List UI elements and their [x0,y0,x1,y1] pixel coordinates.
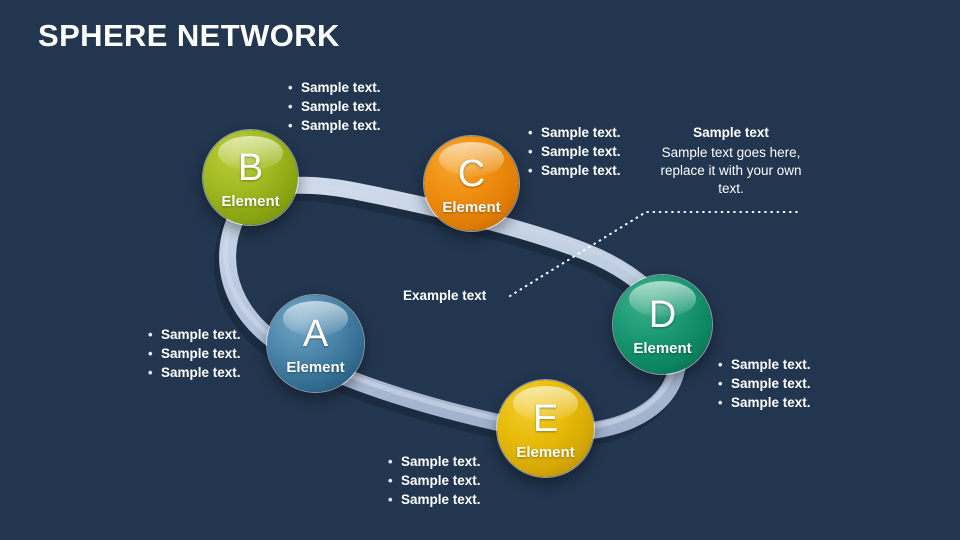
bullet-text: Sample text. [401,454,481,469]
bullet-dot-icon: • [718,357,723,372]
sphere-letter-b: B [237,146,264,189]
callout-title: Sample text [693,125,769,140]
sphere-caption-b: Element [221,192,280,210]
bullet-list-a: • Sample text. • Sample text. • Sample t… [148,325,241,382]
list-item: • Sample text. [528,161,621,180]
list-item: • Sample text. [528,123,621,142]
bullet-dot-icon: • [288,118,293,133]
list-item: • Sample text. [148,325,241,344]
example-text-label: Example text [403,288,487,303]
list-item: • Sample text. [718,355,811,374]
bullet-text: Sample text. [731,357,811,372]
bullet-dot-icon: • [148,346,153,361]
bullet-dot-icon: • [528,163,533,178]
bullet-list-d: • Sample text. • Sample text. • Sample t… [718,355,811,412]
sphere-caption-c: Element [442,198,501,216]
bullet-list-e: • Sample text. • Sample text. • Sample t… [388,452,481,509]
bullet-text: Sample text. [161,346,241,361]
sphere-labels-e: E Element [497,380,594,477]
bullet-text: Sample text. [731,395,811,410]
bullet-text: Sample text. [401,473,481,488]
sphere-labels-d: D Element [613,275,712,374]
sphere-labels-c: C Element [424,136,519,231]
callout-body: Sample text goes here, replace it with y… [660,145,802,196]
bullet-dot-icon: • [718,395,723,410]
bullet-text: Sample text. [161,327,241,342]
sphere-labels-a: A Element [267,295,364,392]
bullet-dot-icon: • [288,99,293,114]
list-item: • Sample text. [288,116,381,135]
sphere-letter-e: E [532,397,559,440]
bullet-dot-icon: • [528,144,533,159]
sphere-node-e[interactable]: E Element [496,379,595,478]
bullet-text: Sample text. [301,118,381,133]
bullet-dot-icon: • [388,473,393,488]
bullet-list-c: • Sample text. • Sample text. • Sample t… [528,123,621,180]
bullet-text: Sample text. [301,80,381,95]
bullet-dot-icon: • [528,125,533,140]
bullet-dot-icon: • [388,454,393,469]
sphere-letter-a: A [302,312,329,355]
list-item: • Sample text. [288,97,381,116]
sphere-node-c[interactable]: C Element [423,135,520,232]
sphere-labels-b: B Element [203,130,298,225]
bullet-text: Sample text. [731,376,811,391]
bullet-text: Sample text. [401,492,481,507]
list-item: • Sample text. [388,452,481,471]
list-item: • Sample text. [718,393,811,412]
bullet-text: Sample text. [301,99,381,114]
bullet-dot-icon: • [148,327,153,342]
sphere-caption-e: Element [516,443,575,461]
sphere-caption-d: Element [633,339,692,357]
list-item: • Sample text. [388,490,481,509]
bullet-dot-icon: • [148,365,153,380]
sphere-letter-c: C [457,152,486,195]
list-item: • Sample text. [148,344,241,363]
bullet-dot-icon: • [288,80,293,95]
page-title: SPHERE NETWORK [38,18,340,53]
sphere-node-d[interactable]: D Element [612,274,713,375]
bullet-list-b: • Sample text. • Sample text. • Sample t… [288,78,381,135]
list-item: • Sample text. [528,142,621,161]
bullet-text: Sample text. [541,144,621,159]
list-item: • Sample text. [148,363,241,382]
list-item: • Sample text. [288,78,381,97]
bullet-text: Sample text. [541,125,621,140]
bullet-text: Sample text. [541,163,621,178]
sphere-node-b[interactable]: B Element [202,129,299,226]
bullet-text: Sample text. [161,365,241,380]
bullet-dot-icon: • [718,376,723,391]
callout-block: Sample text Sample text goes here, repla… [650,124,812,198]
sphere-node-a[interactable]: A Element [266,294,365,393]
sphere-caption-a: Element [286,358,345,376]
bullet-dot-icon: • [388,492,393,507]
list-item: • Sample text. [718,374,811,393]
sphere-letter-d: D [648,293,677,336]
list-item: • Sample text. [388,471,481,490]
